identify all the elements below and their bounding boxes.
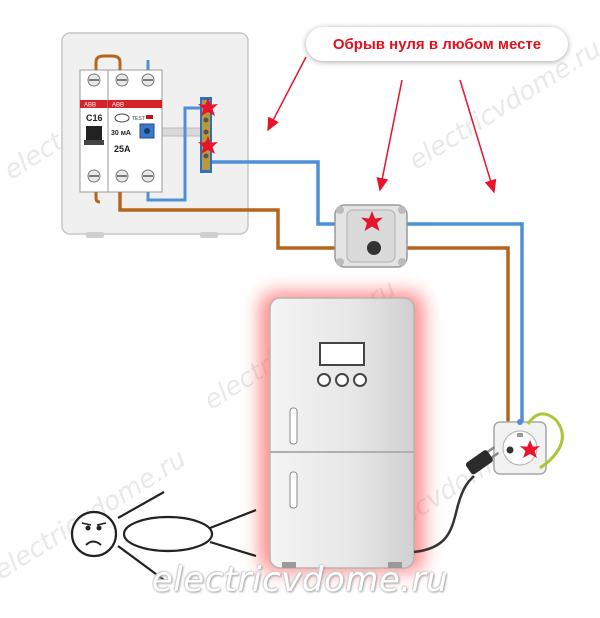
phase-line-wire [118,192,510,422]
break-star-icon [198,136,218,154]
breaker-brand-label: ABB [84,103,96,109]
breaker-rating-label: C16 [86,113,103,123]
rcd-leakage-label: 30 мА [111,130,131,137]
rcd-brand-label: ABB [112,103,124,109]
neutral-line-wire [212,160,524,422]
break-star-icon [361,211,383,231]
neutral-rcd-to-bus-wire [146,106,200,202]
arrow-icon [376,79,403,192]
arrow-icon [459,79,497,194]
break-star-icon [520,440,540,458]
shocked-person [117,491,257,581]
wall-socket [493,419,547,475]
site-footer-text: electricvdome.ru [151,560,449,600]
refrigerator [260,292,424,572]
phase-jumper-wire [94,54,122,70]
plug-icon [465,446,500,475]
callout-label: Обрыв нуля в любом месте [306,27,568,61]
phase-wire-stub [94,192,101,204]
junction-box [334,204,408,268]
fridge-power-cord [413,475,475,554]
sad-face-icon [70,510,118,558]
arrow-icon [267,56,307,132]
break-star-icon [198,98,218,116]
rcd-test-label: TEST [132,116,145,122]
rcd-rating-label: 25A [114,144,131,154]
ground-wire [526,412,564,470]
rcd-device: ABB TEST 30 мА 25A [107,69,163,193]
circuit-breaker: ABB C16 [79,69,109,193]
